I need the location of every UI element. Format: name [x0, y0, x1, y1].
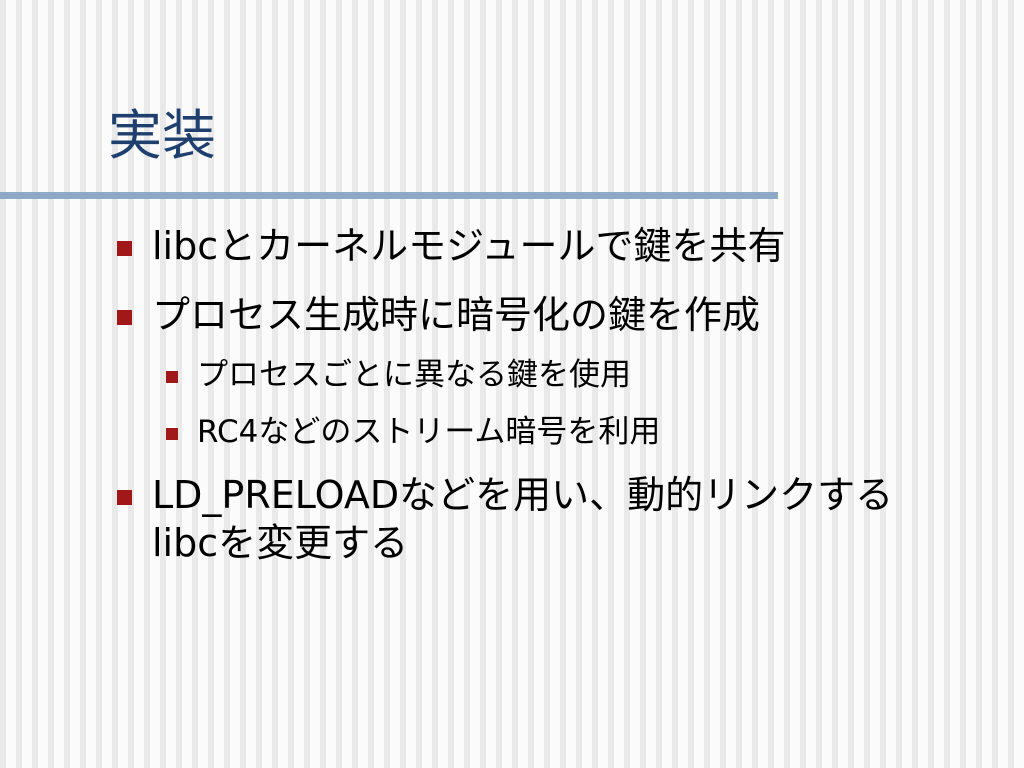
- sub-bullet-text: プロセスごとに異なる鍵を使用: [197, 357, 631, 393]
- sub-bullet-item-per-process-key: プロセスごとに異なる鍵を使用: [166, 355, 631, 395]
- slide-title: 実装: [108, 104, 216, 167]
- sub-bullet-text: RC4などのストリーム暗号を利用: [197, 414, 661, 450]
- square-bullet-icon: [166, 371, 178, 383]
- square-bullet-icon: [117, 490, 132, 505]
- bullet-item-libc-kernel-key: libcとカーネルモジュールで鍵を共有: [117, 222, 786, 270]
- sub-bullet-item-rc4-stream-cipher: RC4などのストリーム暗号を利用: [166, 412, 661, 452]
- bullet-item-ld-preload: LD_PRELOADなどを用い、動的リンクする libcを変更する: [117, 471, 894, 567]
- title-underline: [0, 192, 778, 199]
- square-bullet-icon: [166, 428, 178, 440]
- bullet-text-line-2: libcを変更する: [152, 521, 409, 565]
- bullet-text-line-1: LD_PRELOADなどを用い、動的リンクする: [152, 473, 894, 517]
- bullet-item-process-key-creation: プロセス生成時に暗号化の鍵を作成: [117, 291, 761, 339]
- bullet-text: プロセス生成時に暗号化の鍵を作成: [152, 293, 761, 337]
- square-bullet-icon: [117, 310, 132, 325]
- bullet-text: libcとカーネルモジュールで鍵を共有: [152, 224, 786, 268]
- square-bullet-icon: [117, 241, 132, 256]
